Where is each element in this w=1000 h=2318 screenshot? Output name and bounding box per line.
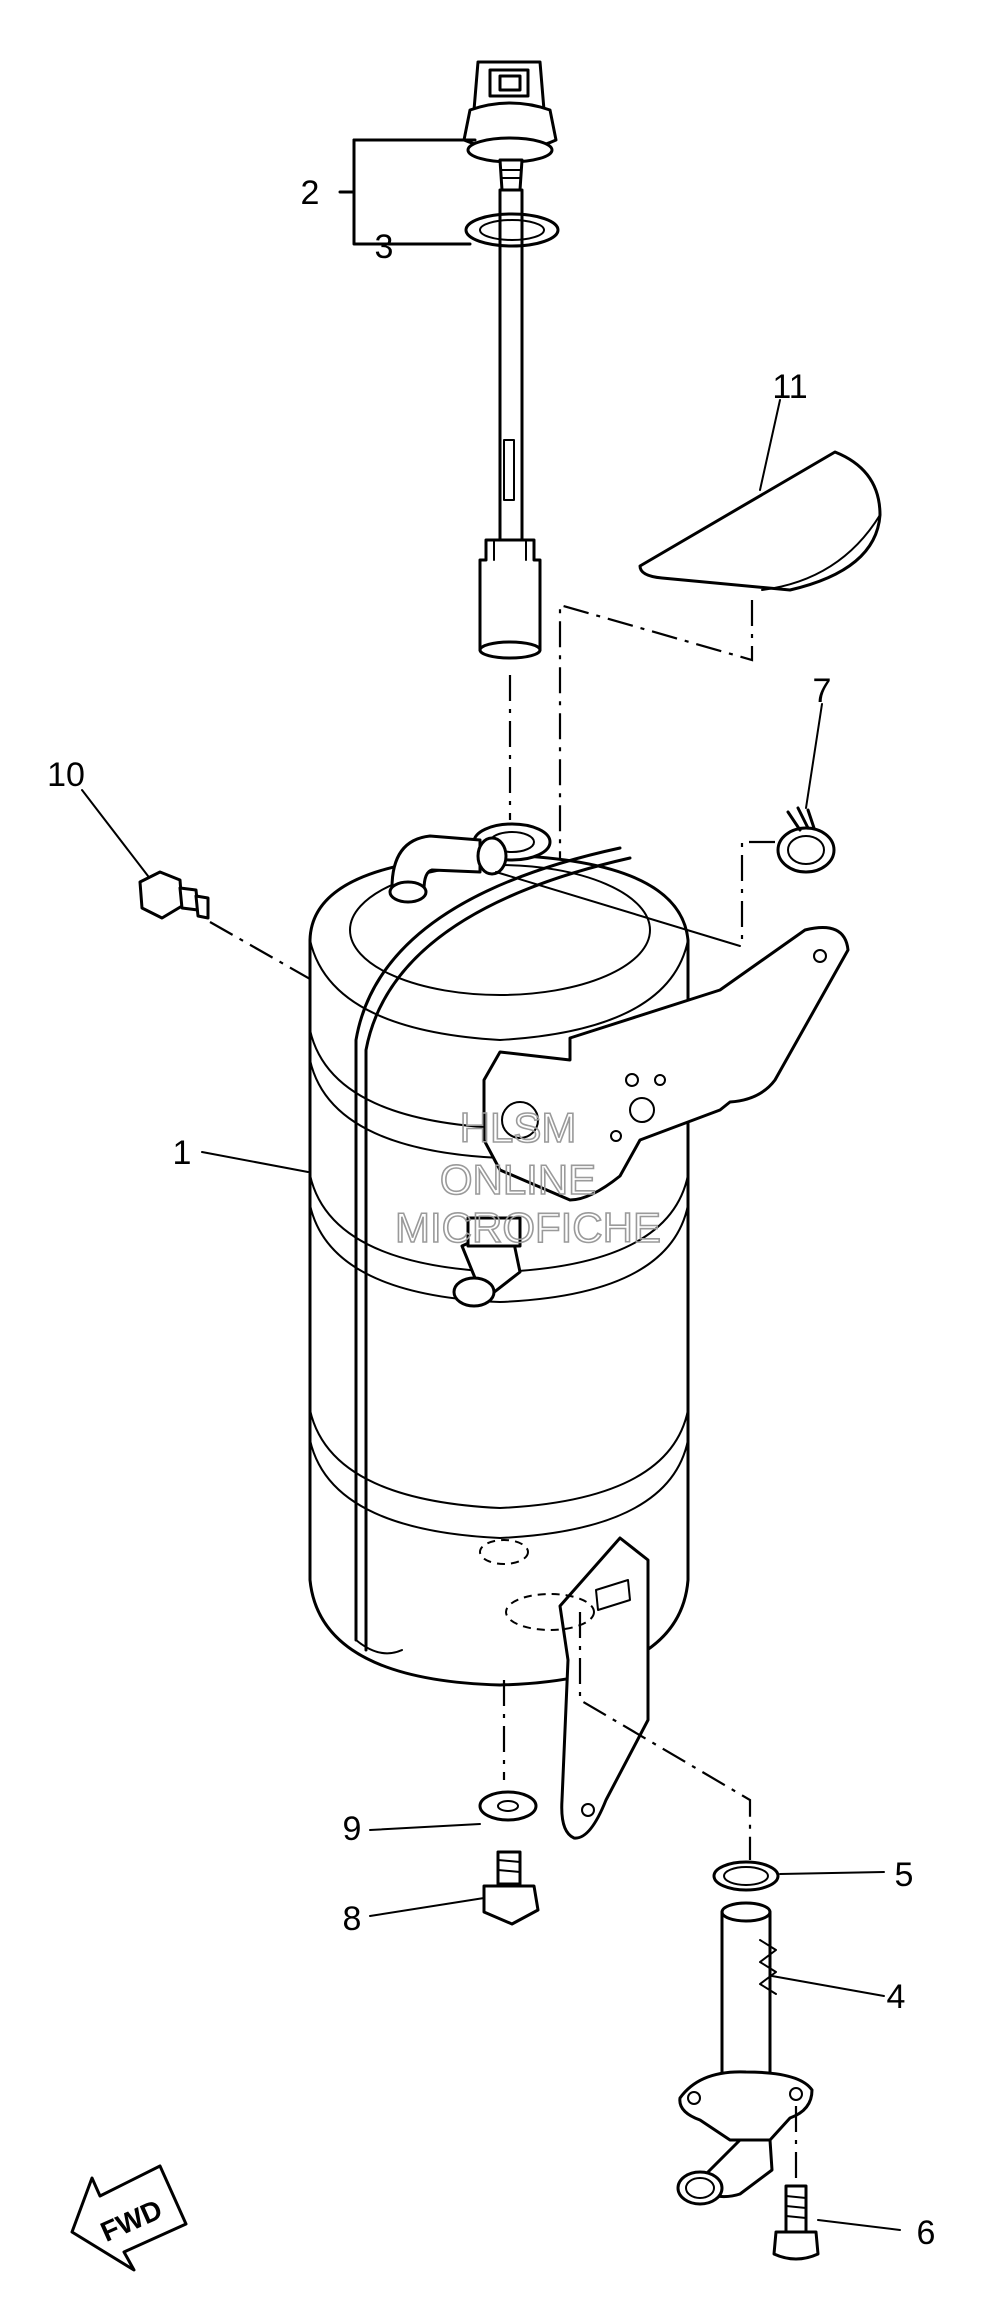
callout-9: 9 xyxy=(343,1810,362,1848)
callout-6: 6 xyxy=(917,2214,936,2252)
watermark: HLSM ONLINE MICROFICHE xyxy=(394,1103,662,1252)
top-bracket xyxy=(482,926,850,1202)
leader-lines xyxy=(81,138,901,2231)
tank-body xyxy=(308,822,741,1687)
o-ring-5 xyxy=(712,1860,780,1892)
cover-plate xyxy=(638,450,882,592)
callout-1: 1 xyxy=(173,1134,192,1172)
drain-pipe xyxy=(676,1901,814,2206)
callout-7: 7 xyxy=(813,672,832,710)
callout-4: 4 xyxy=(887,1978,906,2016)
callout-5: 5 xyxy=(895,1856,914,1894)
bolt-8 xyxy=(482,1850,540,1926)
bolt-10 xyxy=(138,870,210,920)
watermark-line-2: ONLINE xyxy=(440,1156,596,1203)
watermark-line-3: MICROFICHE xyxy=(395,1204,661,1251)
bottom-bracket xyxy=(558,1536,650,1840)
callouts: 2 3 11 7 10 1 9 8 5 4 6 xyxy=(47,174,935,2252)
watermark-line-1: HLSM xyxy=(460,1104,577,1151)
callout-10: 10 xyxy=(47,756,85,794)
callout-8: 8 xyxy=(343,1900,362,1938)
callout-11: 11 xyxy=(772,368,807,406)
washer-9 xyxy=(478,1790,538,1822)
callout-3: 3 xyxy=(375,228,394,266)
hose-clamp xyxy=(776,806,836,874)
callout-2: 2 xyxy=(301,174,320,212)
sensor-assembly xyxy=(462,60,560,660)
fwd-arrow-icon: FWD xyxy=(70,2164,188,2272)
screw-6 xyxy=(772,2184,820,2261)
